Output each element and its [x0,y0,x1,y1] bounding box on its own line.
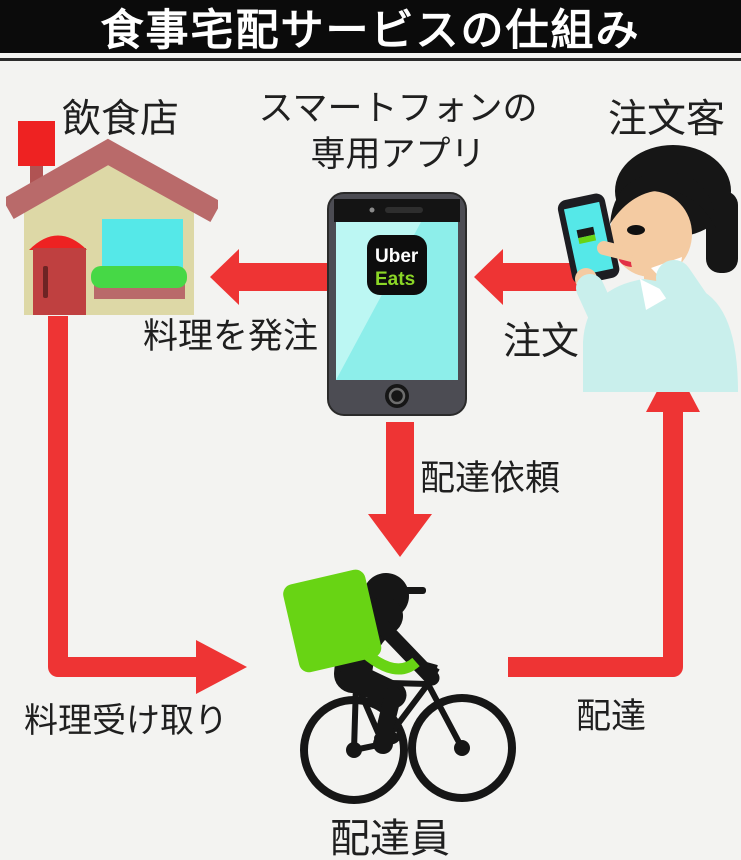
label-arrow-food-pickup: 料理受け取り [24,702,228,740]
label-restaurant: 飲食店 [62,98,180,141]
restaurant-sign-pole [30,166,43,198]
arrow-order-food [210,249,334,305]
bicycle-saddle [342,672,370,681]
label-courier: 配達員 [330,817,450,860]
phone-home-button-ring [388,387,406,405]
customer-pointing-finger [597,241,647,264]
phone-screen-glare [336,222,421,380]
rider-arm [375,619,440,686]
customer-hair-side [706,191,738,273]
rider-foot [374,731,400,745]
bicycle [300,660,516,804]
customer-fringe [610,172,716,228]
house-planter [94,284,185,299]
arrow-food-pickup-shaft [48,316,198,677]
house-roof [6,138,218,223]
phone-home-button [385,384,409,408]
smartphone-illustration: Uber Eats [327,192,467,416]
bicycle-rear-hub [346,742,362,758]
customer-face [610,191,692,277]
label-arrow-order: 注文 [503,321,580,363]
customer-nose [600,236,612,248]
title-banner: 食事宅配サービスの仕組み [0,0,741,55]
customer-phone-app-icon [576,226,595,239]
bicycle-crank [373,734,393,754]
house-wall [24,163,194,315]
customer-upper-arm [656,260,718,334]
house-door [33,248,86,315]
label-customer: 注文客 [608,98,726,141]
uber-eats-app-icon-line2: Eats [375,269,415,290]
rider-cap-brim [404,587,426,594]
bicycle-rear-wheel [300,696,408,804]
customer-eye [627,225,645,235]
label-arrow-order-food: 料理を発注 [143,317,319,356]
restaurant-illustration [6,121,218,315]
customer-collar [640,279,672,310]
customer-cuff [651,257,682,294]
label-arrow-delivery-request: 配達依頼 [420,459,561,498]
rider-calf [375,686,402,741]
delivery-box [283,569,382,673]
bicycle-frame [351,660,465,753]
restaurant-sign [18,121,55,166]
rider-torso [334,597,403,693]
phone-speaker [385,207,423,213]
customer-neck [644,264,668,288]
rider-thigh [339,662,407,709]
customer-mouth [619,251,647,267]
house-window [102,219,183,274]
arrow-delivery-head [646,361,700,412]
customer-holding-hand [575,268,597,290]
rider-head [363,573,409,619]
courier-rider [334,573,440,745]
delivery-box-strap [360,647,420,675]
house-bush [91,266,187,288]
customer-hair-back [615,145,731,237]
bicycle-front-wheel [408,694,516,802]
customer-pointing-hand [631,248,659,276]
customer-phone [557,193,620,285]
uber-eats-app-icon-line1: Uber [375,246,419,267]
delivery-box-group [283,569,382,673]
customer-phone-app-icon-green [578,234,597,244]
bicycle-front-hub [454,740,470,756]
label-arrow-delivery: 配達 [576,697,647,736]
phone-top-bezel [334,199,460,222]
customer-shirt [583,279,738,392]
label-app: スマートフォンの 専用アプリ [248,86,548,178]
label-app-line1: スマートフォンの [258,89,538,128]
customer-holding-arm [576,274,624,346]
door-awning [29,235,87,250]
door-handle [43,266,48,298]
phone-body [327,192,467,416]
customer-phone-body [557,193,620,285]
label-app-line2: 専用アプリ [310,135,486,174]
customer-phone-screen [563,201,614,276]
arrow-food-pickup-head [196,640,247,694]
page-title: 食事宅配サービスの仕組み [100,6,641,55]
uber-eats-app-icon [367,235,427,295]
phone-camera-dot [369,207,375,213]
phone-screen [336,222,458,380]
arrow-delivery-shaft [508,410,683,677]
arrow-order [474,249,584,305]
banner-underline [0,58,741,61]
courier-illustration [283,569,516,804]
